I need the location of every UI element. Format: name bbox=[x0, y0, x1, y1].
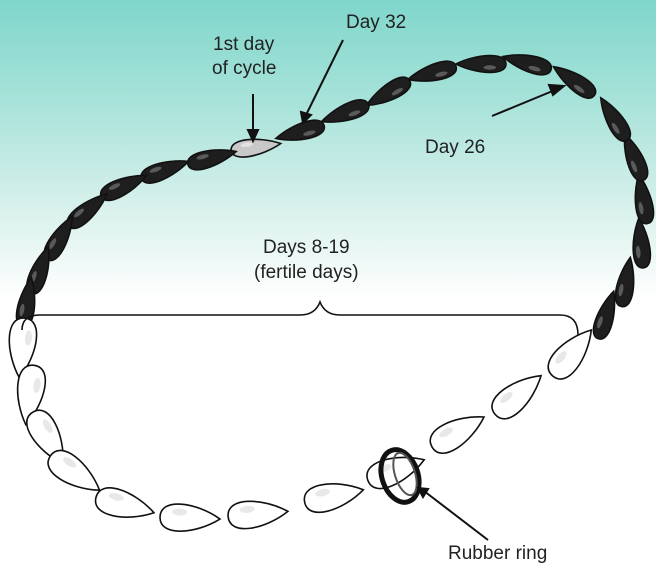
bead-dark bbox=[274, 117, 327, 146]
bead-fertile bbox=[486, 365, 549, 424]
label-day-32: Day 32 bbox=[346, 12, 406, 34]
bead-dark bbox=[319, 96, 372, 129]
label-fertile-days-line2: (fertile days) bbox=[254, 262, 359, 284]
bead-dark bbox=[501, 48, 554, 77]
arrow-day26 bbox=[492, 90, 555, 116]
bead-dark bbox=[139, 153, 192, 186]
label-rubber-ring: Rubber ring bbox=[448, 543, 547, 565]
bead-necklace bbox=[6, 48, 656, 532]
bead-dark bbox=[630, 217, 651, 268]
label-first-day-line2: of cycle bbox=[212, 58, 276, 80]
bead-dark bbox=[362, 73, 414, 113]
bead-dark bbox=[186, 143, 239, 172]
label-first-day-line1: 1st day bbox=[213, 34, 274, 56]
bead-dark bbox=[549, 60, 600, 103]
bead-highlight bbox=[484, 65, 497, 69]
label-fertile-days-line1: Days 8-19 bbox=[263, 237, 350, 259]
bead-dark bbox=[613, 256, 638, 308]
bead-fertile bbox=[425, 405, 491, 458]
arrow-day26-head bbox=[549, 85, 564, 95]
arrow-rubber-ring bbox=[424, 491, 488, 540]
arrow-day32 bbox=[307, 40, 343, 113]
bead-dark bbox=[594, 93, 635, 144]
bead-fertile bbox=[302, 477, 366, 516]
fertile-days-bracket bbox=[22, 302, 578, 335]
bead-fertile bbox=[160, 503, 221, 532]
arrow-rubber-ring-head bbox=[418, 488, 428, 497]
bead-dark bbox=[456, 56, 506, 73]
bead-fertile bbox=[227, 498, 289, 530]
bead-fertile bbox=[93, 484, 158, 526]
label-day-26: Day 26 bbox=[425, 137, 485, 159]
bead-first-day bbox=[230, 135, 282, 159]
bead-dark bbox=[406, 58, 459, 87]
